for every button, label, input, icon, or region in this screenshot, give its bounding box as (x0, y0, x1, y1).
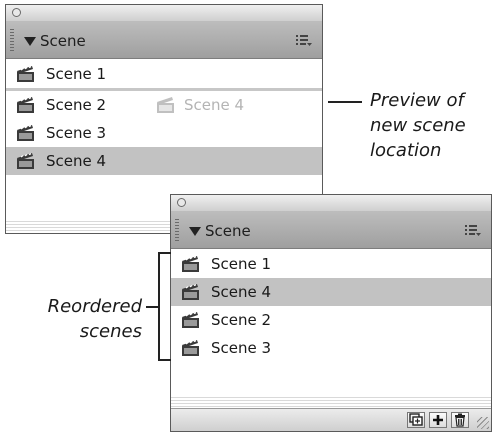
scene-label: Scene 4 (211, 283, 272, 301)
bracket-tick-mid (146, 306, 158, 308)
scene-label: Scene 3 (211, 339, 272, 357)
triangle-down-icon[interactable] (189, 227, 201, 236)
list-menu-icon[interactable] (296, 35, 312, 47)
duplicate-scene-icon (409, 413, 423, 426)
scene-row[interactable]: Scene 2 (6, 91, 322, 119)
scene-label: Scene 4 (46, 152, 107, 170)
preview-annotation-line: Preview of (370, 90, 464, 111)
clapperboard-icon (17, 97, 34, 113)
clapperboard-icon (157, 97, 174, 113)
clapperboard-icon (182, 256, 199, 272)
scene-row[interactable]: Scene 1 (171, 250, 491, 278)
bracket-vertical (158, 252, 160, 360)
scene-label: Scene 1 (211, 255, 272, 273)
reordered-annotation: Reordered scenes (38, 294, 142, 344)
preview-annotation: Preview of new scene location (370, 88, 466, 163)
preview-annotation-line: location (370, 140, 442, 161)
scene-panel-after: Scene Scene 1 Scene 4 Scene 2 Scene 3 (170, 194, 492, 432)
scene-row[interactable]: Scene 2 (171, 306, 491, 334)
scene-label: Scene 1 (46, 65, 107, 83)
panel-title-bar[interactable] (171, 195, 491, 212)
clapperboard-icon (182, 284, 199, 300)
panel-header[interactable]: Scene (171, 211, 491, 249)
clapperboard-icon (182, 340, 199, 356)
scene-row-selected[interactable]: Scene 4 (6, 147, 322, 175)
reordered-annotation-line: scenes (79, 321, 142, 342)
triangle-down-icon[interactable] (24, 37, 36, 46)
add-scene-button[interactable] (429, 412, 447, 428)
panel-header-title: Scene (40, 32, 86, 50)
duplicate-scene-button[interactable] (407, 412, 425, 428)
scene-row[interactable]: Scene 1 (6, 60, 322, 88)
preview-annotation-line: new scene (370, 115, 466, 136)
drop-position-indicator (6, 88, 322, 91)
plus-icon (433, 415, 443, 425)
panel-footer (171, 408, 491, 431)
panel-bottom-hatch (171, 395, 491, 409)
scene-label: Scene 2 (46, 96, 107, 114)
scene-panel-before: Scene Scene 1 Scene 2 Scene 4 Scene 3 Sc… (5, 4, 323, 234)
trash-icon (455, 413, 465, 427)
scene-label: Scene 3 (46, 124, 107, 142)
panel-header-title: Scene (205, 222, 251, 240)
delete-scene-button[interactable] (451, 412, 469, 428)
clapperboard-icon (17, 153, 34, 169)
grip-icon[interactable] (175, 219, 179, 241)
resize-grip-icon[interactable] (477, 417, 489, 429)
clapperboard-icon (17, 66, 34, 82)
drag-ghost: Scene 4 (156, 91, 276, 119)
reordered-annotation-line: Reordered (47, 296, 142, 317)
bracket-tick-bottom (158, 359, 171, 361)
list-menu-icon[interactable] (465, 225, 481, 237)
drag-ghost-label: Scene 4 (184, 96, 245, 114)
scene-label: Scene 2 (211, 311, 272, 329)
clapperboard-icon (17, 125, 34, 141)
scene-row[interactable]: Scene 3 (171, 334, 491, 362)
scene-row-selected[interactable]: Scene 4 (171, 278, 491, 306)
clapperboard-icon (182, 312, 199, 328)
bracket-tick-top (158, 252, 171, 254)
preview-leader-line (328, 101, 362, 103)
grip-icon[interactable] (10, 29, 14, 51)
panel-header[interactable]: Scene (6, 21, 322, 59)
scene-row[interactable]: Scene 3 (6, 119, 322, 147)
close-knob-icon[interactable] (177, 198, 186, 207)
panel-title-bar[interactable] (6, 5, 322, 22)
close-knob-icon[interactable] (12, 8, 21, 17)
